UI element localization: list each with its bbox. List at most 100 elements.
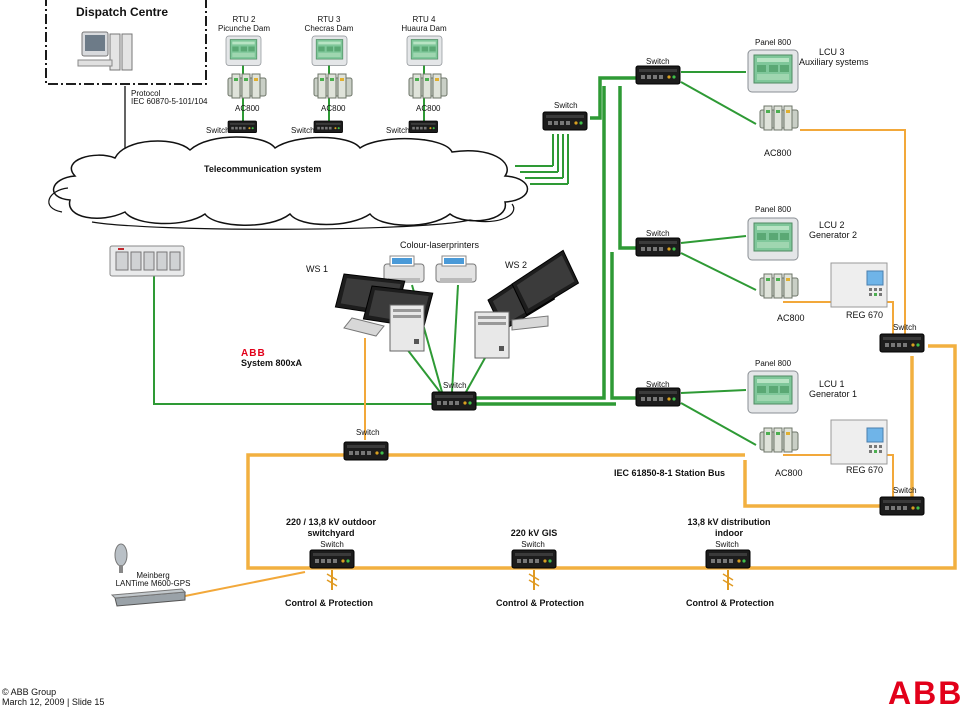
lcu-name: LCU 1	[819, 379, 845, 389]
gps-line1: Meinberg	[136, 571, 169, 580]
substation-cp: Control & Protection	[285, 598, 373, 608]
footer: © ABB Group March 12, 2009 | Slide 15 AB…	[2, 675, 960, 708]
printer-icon	[383, 255, 425, 283]
reg-670-icon	[830, 262, 888, 308]
substation-switch-label: Switch	[320, 540, 344, 549]
control-protection-icon	[722, 569, 734, 591]
switch-icon	[879, 333, 925, 353]
substation-title: 220 kV GIS	[511, 528, 558, 538]
switch-icon	[635, 237, 681, 257]
ws-switch-label: Switch	[443, 381, 467, 390]
ws2-label: WS 2	[505, 260, 527, 270]
substation-switchyard: 220 / 13,8 kV outdoor switchyard Switch …	[285, 517, 377, 608]
switch-icon	[227, 120, 257, 134]
substation-title-2: switchyard	[307, 528, 354, 538]
lcu-panel-label: Panel 800	[755, 205, 792, 214]
switch-icon	[313, 120, 343, 134]
rtu-4: RTU 4 Huaura Dam AC800 Switch	[386, 15, 448, 135]
ac800-icon	[313, 73, 353, 99]
substation-title: 13,8 kV distribution	[687, 517, 770, 527]
lcu-reg-switch-label: Switch	[893, 486, 917, 495]
substation-distribution: 13,8 kV distribution indoor Switch Contr…	[686, 517, 774, 608]
protocol-line1: Protocol	[131, 89, 161, 98]
gps-antenna-icon	[114, 543, 128, 573]
substation-cp: Control & Protection	[686, 598, 774, 608]
rtu-2: RTU 2 Picunche Dam AC800 Switch	[206, 15, 270, 135]
panel-800-icon	[747, 49, 799, 93]
substation-title-2: indoor	[715, 528, 743, 538]
substation-switch-label: Switch	[715, 540, 739, 549]
station-bus-label: IEC 61850-8-1 Station Bus	[614, 468, 725, 478]
lcu-desc: Generator 2	[809, 230, 857, 240]
substation-gis: 220 kV GIS Switch Control & Protection	[496, 528, 584, 608]
ws1-keyboard-icon	[343, 317, 385, 337]
telecom-switch-label: Switch	[554, 101, 578, 110]
lcu-controller: AC800	[775, 468, 803, 478]
switch-icon	[542, 111, 588, 131]
rtu-controller: AC800	[416, 104, 441, 113]
lcu-2: Switch Panel 800 LCU 2 Generator 2 AC800…	[635, 205, 925, 353]
ws1-label: WS 1	[306, 264, 328, 274]
lcu-3: Switch Panel 800 LCU 3 Auxiliary systems…	[635, 38, 869, 158]
rtu-controller: AC800	[235, 104, 260, 113]
dispatch-centre: Dispatch Centre Protocol IEC 60870-5-101…	[45, 0, 208, 106]
ws1-tower-icon	[389, 304, 425, 352]
lcu-controller: AC800	[764, 148, 792, 158]
rtu-site: Checras Dam	[305, 24, 354, 33]
rtu-name: RTU 4	[413, 15, 437, 24]
switch-icon	[705, 549, 751, 569]
control-protection-icon	[528, 569, 540, 591]
lcu-name: LCU 2	[819, 220, 845, 230]
station-bus-switch: Switch	[343, 428, 389, 461]
panel-800-icon	[225, 35, 262, 66]
ac800-icon	[227, 73, 267, 99]
switch-icon	[511, 549, 557, 569]
dispatch-title: Dispatch Centre	[76, 5, 168, 19]
substation-cp: Control & Protection	[496, 598, 584, 608]
station-bus-switch-label: Switch	[356, 428, 380, 437]
telecom-switch: Switch	[542, 101, 588, 131]
abb-logo: ABB	[888, 675, 960, 708]
rtu-site: Huaura Dam	[401, 24, 447, 33]
ws2-tower-icon	[474, 311, 510, 359]
lcu-controller: AC800	[777, 313, 805, 323]
lcu-switch-label: Switch	[646, 229, 670, 238]
panel-800-icon	[747, 370, 799, 414]
ac800-icon	[759, 427, 799, 453]
panel-800-icon	[311, 35, 348, 66]
lcu-panel-label: Panel 800	[755, 359, 792, 368]
rtu-3: RTU 3 Checras Dam AC800 Switch	[291, 15, 354, 135]
rtu-switch-label: Switch	[386, 126, 410, 135]
panel-800-icon	[747, 217, 799, 261]
lcu-desc: Auxiliary systems	[799, 57, 869, 67]
gps-clock: Meinberg LANTime M600-GPS	[110, 543, 191, 607]
gps-unit-icon	[110, 588, 187, 607]
telecommunication-cloud: Telecommunication system	[48, 136, 529, 230]
switch-icon	[408, 120, 438, 134]
lcu-reg-switch-label: Switch	[893, 323, 917, 332]
slide-date: March 12, 2009 | Slide 15	[2, 697, 104, 707]
copyright: © ABB Group	[2, 687, 56, 697]
rtu-name: RTU 3	[318, 15, 342, 24]
lcu-reg-label: REG 670	[846, 310, 883, 320]
lcu-1: Switch Panel 800 LCU 1 Generator 1 AC800…	[635, 359, 925, 516]
panel-800-icon	[406, 35, 443, 66]
lcu-name: LCU 3	[819, 47, 845, 57]
lcu-reg-label: REG 670	[846, 465, 883, 475]
reg-670-icon	[830, 419, 888, 465]
rtu-name: RTU 2	[233, 15, 257, 24]
switch-icon	[309, 549, 355, 569]
workstations: Colour-laserprinters WS 1 WS 2	[306, 240, 583, 359]
dispatch-computer-icon	[77, 31, 133, 71]
printer-icon	[435, 255, 477, 283]
switch-icon	[879, 496, 925, 516]
ws-switch: Switch	[431, 381, 477, 411]
lcu-panel-label: Panel 800	[755, 38, 792, 47]
abb-small-logo: ABB	[241, 348, 266, 359]
printers-label: Colour-laserprinters	[400, 240, 480, 250]
switch-icon	[343, 441, 389, 461]
control-protection-icon	[326, 569, 338, 591]
switch-icon	[635, 387, 681, 407]
switch-icon	[635, 65, 681, 85]
gps-line2: LANTime M600-GPS	[116, 579, 191, 588]
